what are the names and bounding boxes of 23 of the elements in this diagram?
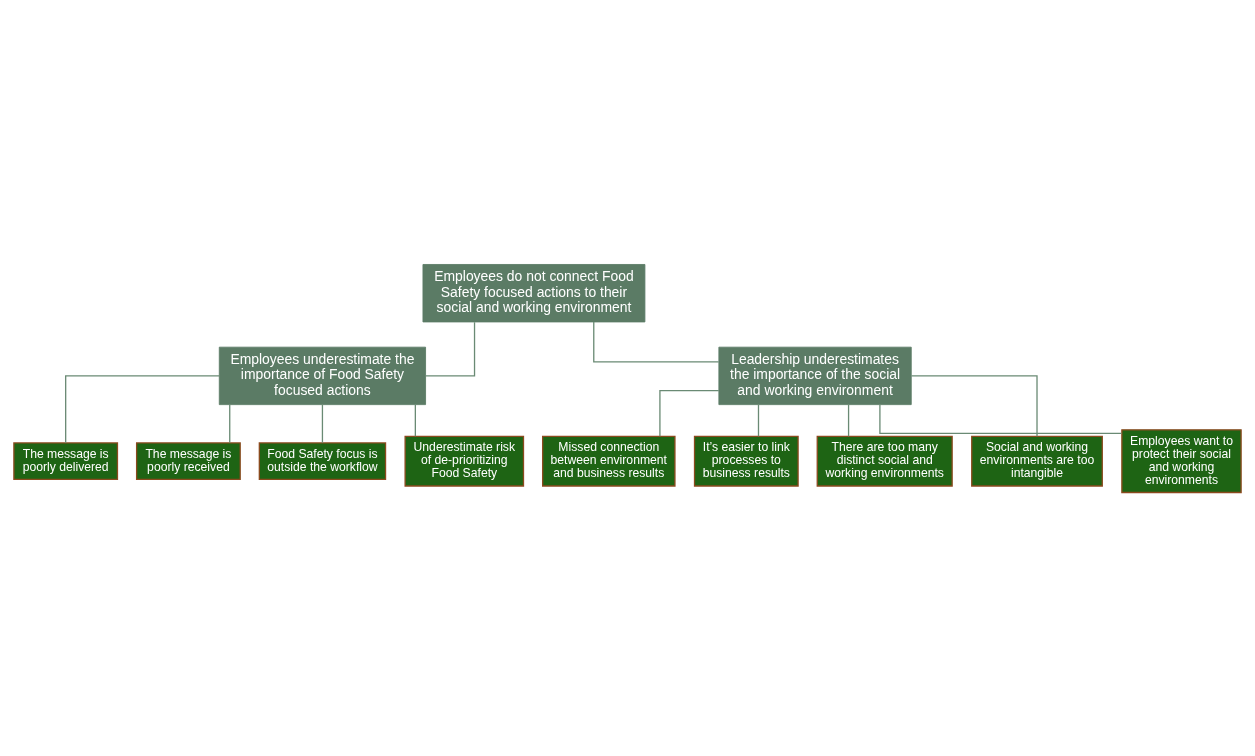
connector xyxy=(229,403,231,443)
connector xyxy=(910,374,1038,437)
node-box: The message is poorly delivered xyxy=(13,441,119,480)
node-box: Underestimate risk of de-prioritizing Food Safety xyxy=(404,435,525,487)
connector xyxy=(879,403,1123,434)
connector xyxy=(659,389,720,437)
node-box: Social and working environments are too intangible xyxy=(971,435,1103,487)
node-box: Leadership underestimates the importance of the social and working environment xyxy=(718,346,912,405)
connector xyxy=(757,403,760,437)
node-box: Employees underestimate the importance of Food Safety focused actions xyxy=(218,346,426,405)
node-box: Missed connection between environment and business results xyxy=(542,435,676,487)
connector xyxy=(414,403,416,437)
connector xyxy=(593,320,720,363)
connector xyxy=(321,403,324,443)
connector xyxy=(425,320,476,377)
node-box: Employees want to protect their social and working environments xyxy=(1121,428,1242,493)
node-box: Employees do not connect Food Safety focused actions to their social and working environment xyxy=(422,263,646,322)
connector xyxy=(847,403,850,437)
node-box: The message is poorly received xyxy=(135,441,241,480)
node-box: Food Safety focus is outside the workflow xyxy=(258,441,387,480)
connector xyxy=(65,374,220,443)
node-box: There are too many distinct social and working environments xyxy=(816,435,953,487)
node-box: It’s easier to link processes to business results xyxy=(693,435,799,487)
